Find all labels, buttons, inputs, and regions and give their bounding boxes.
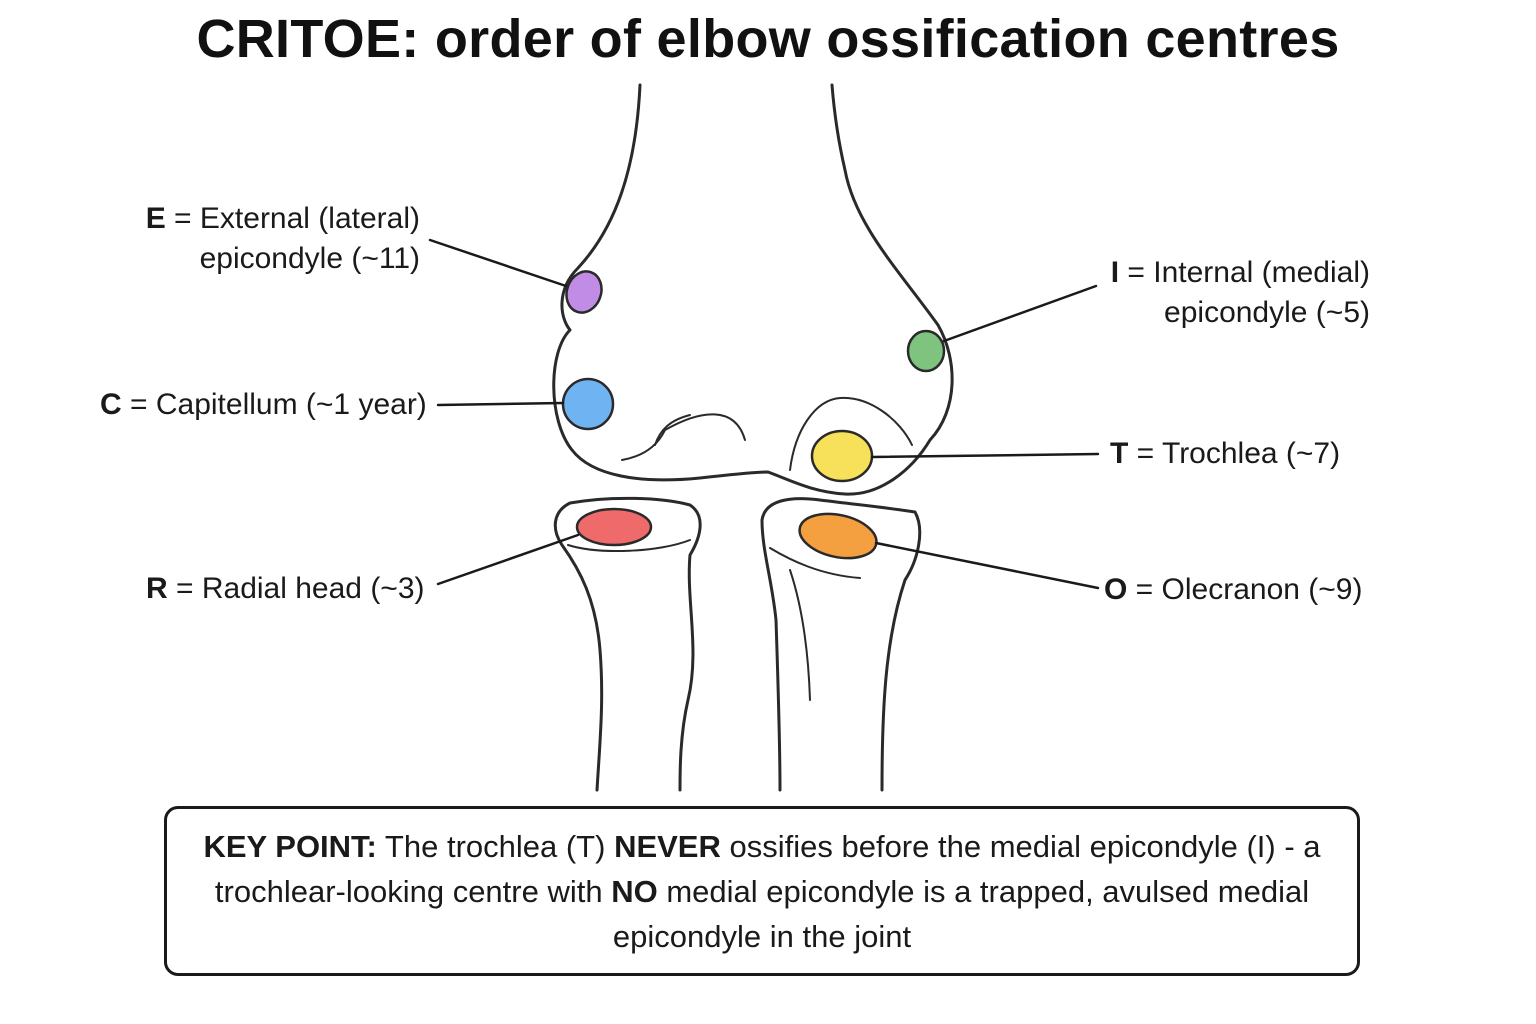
radial-head-leader bbox=[436, 533, 580, 586]
ulna-coronoid-line bbox=[769, 547, 861, 579]
external-epicondyle-centre bbox=[565, 270, 603, 314]
key-point-box: KEY POINT: The trochlea (T) NEVER ossifi… bbox=[164, 806, 1360, 976]
olecranon-leader bbox=[874, 541, 1100, 590]
key-point-text: KEY POINT: The trochlea (T) NEVER ossifi… bbox=[203, 828, 1321, 954]
humerus-outline bbox=[552, 83, 954, 496]
capitellum-leader bbox=[436, 401, 565, 407]
capitellum-centre bbox=[561, 377, 615, 431]
trochlea-leader bbox=[870, 452, 1100, 459]
label-radial-head: R = Radial head (~3) bbox=[146, 572, 425, 605]
ulna-outline bbox=[760, 497, 922, 792]
page-title: CRITOE: order of elbow ossification cent… bbox=[196, 9, 1340, 69]
internal-epicondyle-leader bbox=[942, 284, 1098, 343]
radius-neck-line bbox=[567, 539, 691, 553]
radial-head-centre bbox=[575, 507, 653, 547]
label-capitellum: C = Capitellum (~1 year) bbox=[100, 388, 427, 421]
olecranon-centre bbox=[798, 512, 878, 560]
label-olecranon: O = Olecranon (~9) bbox=[1104, 573, 1363, 606]
humerus-olecranon-fossa bbox=[789, 396, 913, 471]
humerus-capitellar-fold bbox=[654, 414, 691, 446]
internal-epicondyle-centre bbox=[906, 329, 946, 373]
radius-outline bbox=[553, 496, 702, 792]
humerus-trochlear-groove bbox=[621, 413, 746, 461]
trochlea-centre bbox=[810, 429, 874, 483]
label-internal-epicondyle: I = Internal (medial) epicondyle (~5) bbox=[1110, 256, 1370, 329]
label-external-epicondyle: E = External (lateral) epicondyle (~11) bbox=[145, 202, 420, 275]
label-trochlea: T = Trochlea (~7) bbox=[1110, 437, 1341, 470]
external-epicondyle-leader bbox=[428, 238, 568, 288]
ulna-ridge-line bbox=[789, 569, 811, 701]
